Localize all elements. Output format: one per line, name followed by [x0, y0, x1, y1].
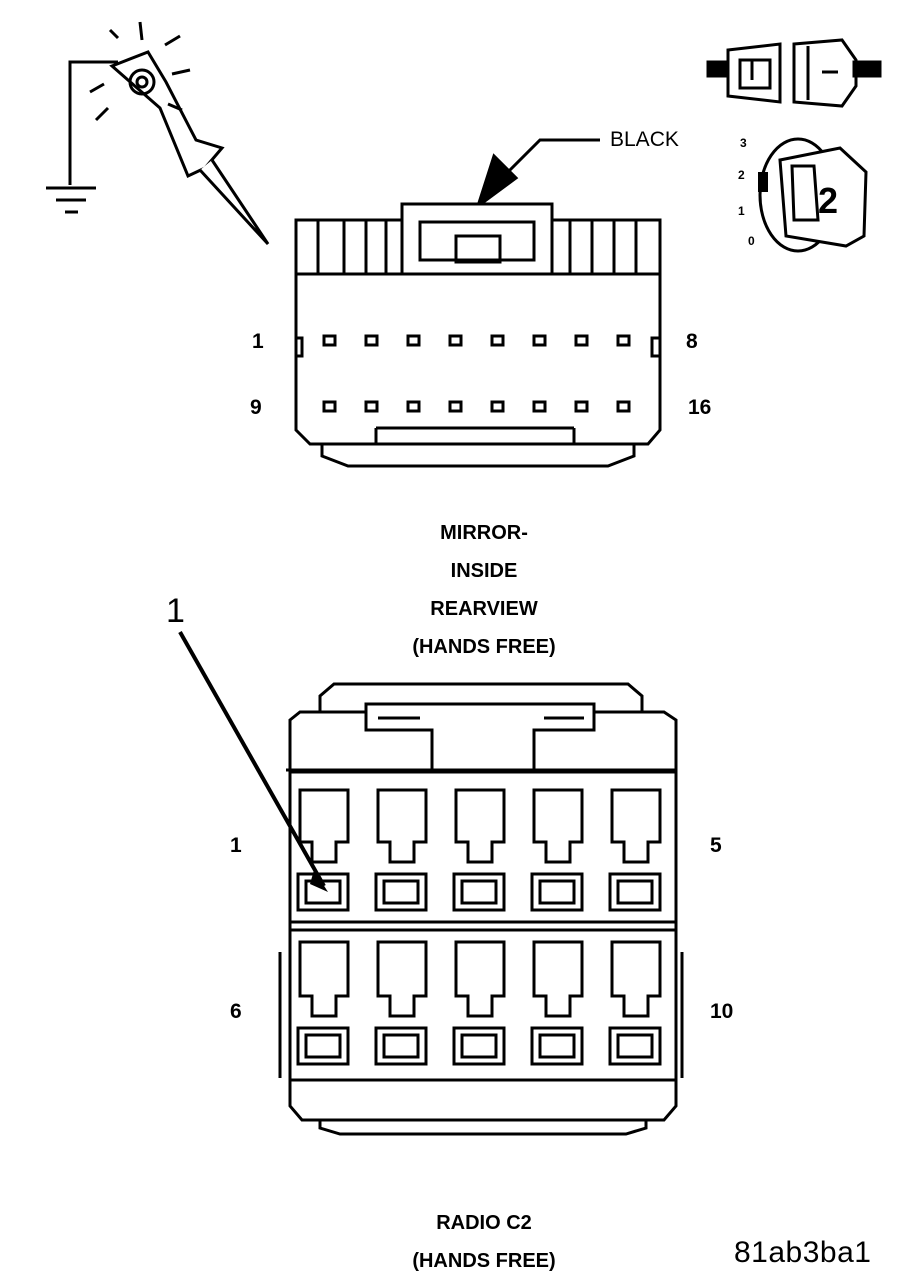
- caption-line: (HANDS FREE): [412, 1250, 556, 1272]
- radio-connector: [178, 631, 684, 1136]
- radio-connector-caption: RADIO C2 (HANDS FREE): [334, 1204, 634, 1280]
- mirror-connector-caption: MIRROR- INSIDE REARVIEW (HANDS FREE): [334, 514, 634, 666]
- figure-code: 81ab3ba1: [734, 1236, 872, 1269]
- caption-line: RADIO C2: [436, 1212, 532, 1234]
- connector-color-label: BLACK: [610, 128, 679, 151]
- pin-label-16: 16: [688, 396, 712, 419]
- ignition-key-icon: [758, 137, 868, 253]
- mirror-connector: [294, 138, 662, 468]
- connector-disconnect-icon: [706, 38, 882, 108]
- ignition-position-label: 2: [738, 168, 745, 182]
- ignition-position-label: 1: [738, 204, 745, 218]
- pin-label-9: 9: [250, 396, 262, 419]
- terminal-row-1: [296, 788, 662, 912]
- callout-number: 1: [166, 592, 185, 630]
- terminal-row-2: [296, 940, 662, 1066]
- pin-label-6: 6: [230, 1000, 242, 1023]
- pin-label-1: 1: [252, 330, 264, 353]
- pin-label-8: 8: [686, 330, 698, 353]
- pin-label-10: 10: [710, 1000, 734, 1023]
- caption-line: REARVIEW: [430, 598, 538, 620]
- pin-label-1: 1: [230, 834, 242, 857]
- ignition-position-label: 0: [748, 234, 755, 248]
- callout-leader-line: [178, 631, 326, 887]
- ignition-key-number: 2: [818, 180, 839, 221]
- caption-line: (HANDS FREE): [412, 636, 556, 658]
- caption-line: INSIDE: [450, 560, 518, 582]
- test-light-probe-icon: [46, 21, 270, 246]
- ignition-position-label: 3: [740, 136, 747, 150]
- caption-line: MIRROR-: [440, 522, 528, 544]
- pin-label-5: 5: [710, 834, 722, 857]
